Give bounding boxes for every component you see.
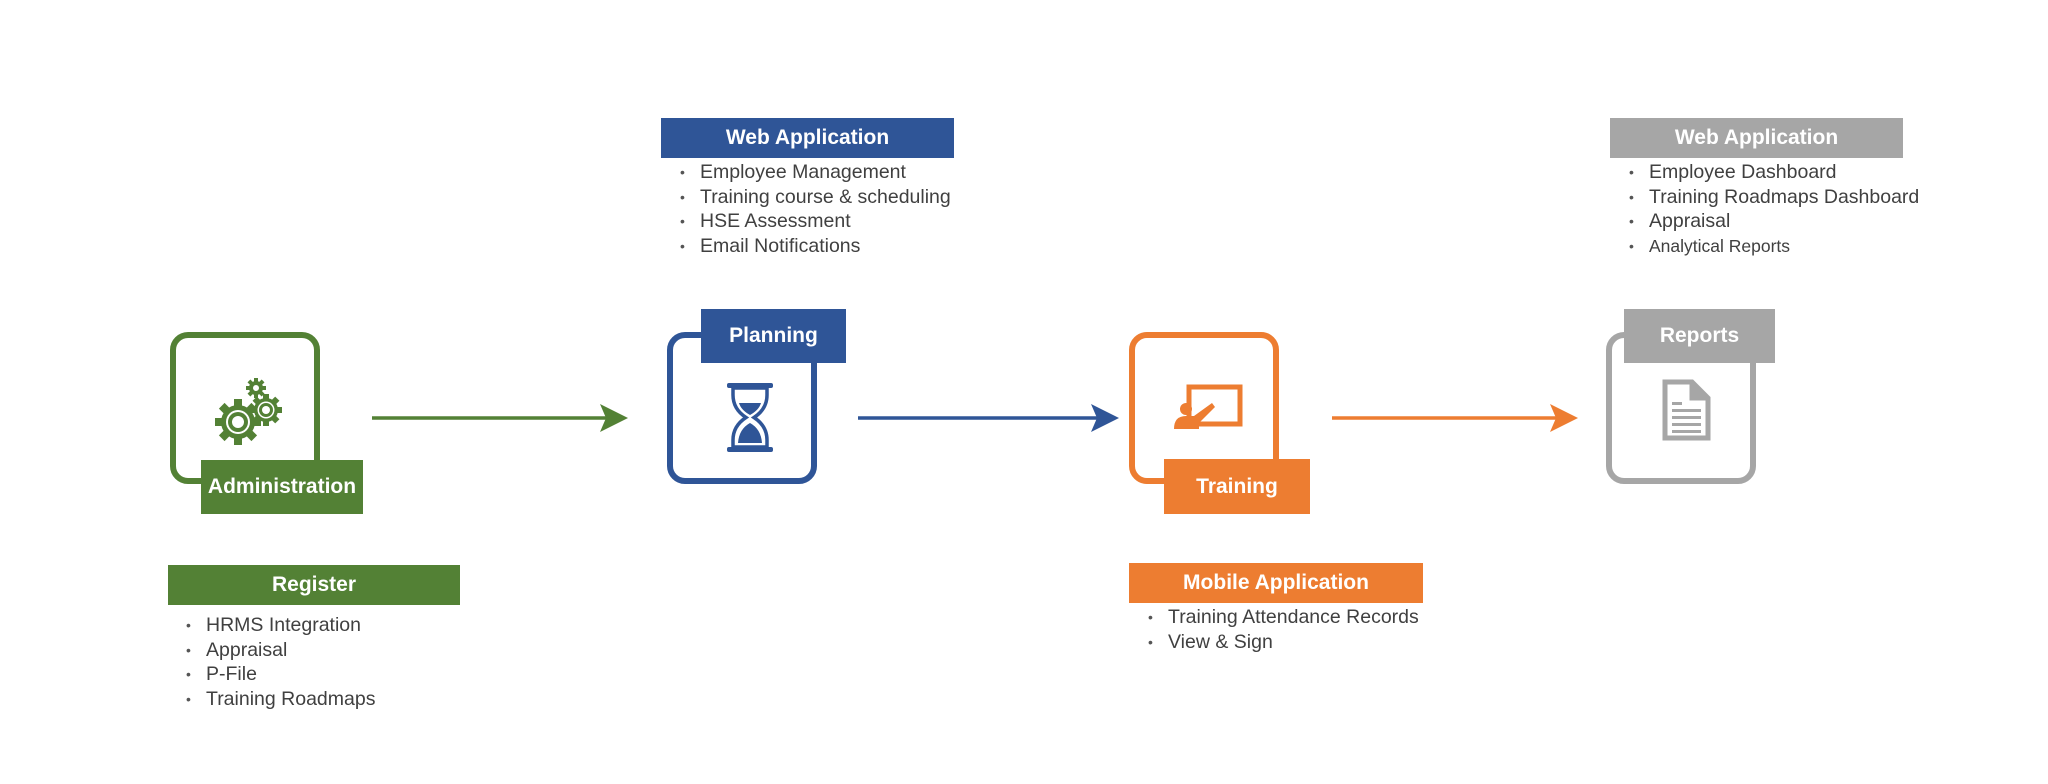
gears-icon	[215, 378, 282, 445]
planning-label: Planning	[701, 309, 846, 363]
arrow-administration-to-planning	[372, 404, 628, 432]
reports-label: Reports	[1624, 309, 1775, 363]
register-header: Register	[168, 565, 460, 605]
register-list: HRMS Integration Appraisal P-File Traini…	[178, 613, 375, 711]
list-item: Email Notifications	[672, 234, 951, 259]
arrow-training-to-reports	[1332, 404, 1578, 432]
hourglass-icon	[727, 383, 773, 452]
administration-label: Administration	[201, 460, 363, 514]
list-item: Training Roadmaps Dashboard	[1621, 185, 1919, 210]
arrow-planning-to-training	[858, 404, 1119, 432]
list-item: Employee Management	[672, 160, 951, 185]
list-item: HSE Assessment	[672, 209, 951, 234]
list-item: Analytical Reports	[1621, 234, 1919, 259]
presenter-board-icon	[1174, 384, 1243, 429]
list-item: Training course & scheduling	[672, 185, 951, 210]
mobile-app-list: Training Attendance Records View & Sign	[1140, 605, 1419, 654]
list-item: Employee Dashboard	[1621, 160, 1919, 185]
mobile-app-header: Mobile Application	[1129, 563, 1423, 603]
planning-web-app-list: Employee Management Training course & sc…	[672, 160, 951, 258]
planning-web-app-header: Web Application	[661, 118, 954, 158]
list-item: View & Sign	[1140, 630, 1419, 655]
list-item: Training Roadmaps	[178, 687, 375, 712]
list-item: Training Attendance Records	[1140, 605, 1419, 630]
list-item: HRMS Integration	[178, 613, 375, 638]
list-item: Appraisal	[1621, 209, 1919, 234]
reports-web-app-list: Employee Dashboard Training Roadmaps Das…	[1621, 160, 1919, 258]
list-item: P-File	[178, 662, 375, 687]
list-item: Appraisal	[178, 638, 375, 663]
document-icon	[1662, 379, 1711, 441]
reports-web-app-header: Web Application	[1610, 118, 1903, 158]
administration-box	[170, 332, 320, 484]
training-label: Training	[1164, 459, 1310, 514]
